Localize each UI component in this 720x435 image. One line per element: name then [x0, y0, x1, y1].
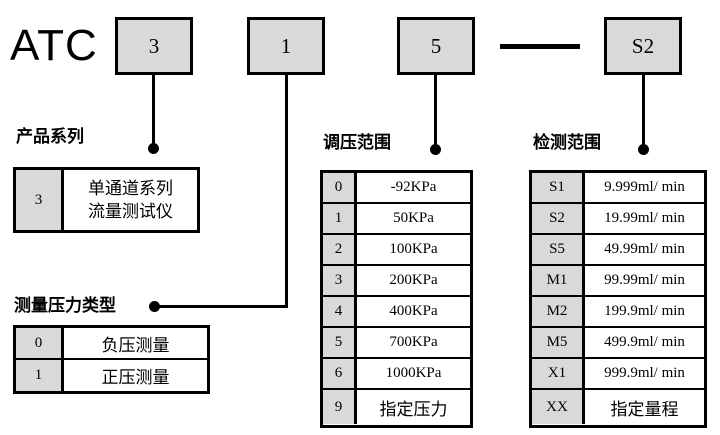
table-cell-value: 199.9ml/ min: [604, 303, 685, 319]
table-cell-code: S5: [532, 235, 585, 264]
code-box-pressure-type-value: 1: [280, 33, 292, 58]
table-cell-value: 100KPa: [389, 241, 438, 257]
connector-series-vertical: [152, 75, 155, 149]
table-pressure-type: 0 负压测量 1 正压测量: [13, 325, 210, 394]
caption-pressure-type: 测量压力类型: [14, 296, 116, 315]
table-cell-value: 指定量程: [610, 399, 679, 419]
connector-detection-range-vertical: [642, 75, 645, 150]
table-cell-code: 1: [323, 204, 357, 233]
code-box-detection-range-value: S2: [631, 33, 655, 58]
table-row: S2 19.99ml/ min: [532, 204, 704, 235]
table-cell-code: 4: [323, 297, 357, 326]
table-cell-value-line2: 流量测试仪: [88, 202, 173, 221]
table-cell-code: 5: [323, 328, 357, 357]
table-cell-value: 999.9ml/ min: [604, 365, 685, 381]
table-cell-value: 400KPa: [389, 303, 438, 319]
table-cell-code: M5: [532, 328, 585, 357]
table-cell-code: 0: [16, 328, 64, 358]
table-row: 3 200KPa: [323, 266, 470, 297]
code-box-series-value: 3: [148, 33, 160, 58]
table-row: S1 9.999ml/ min: [532, 173, 704, 204]
connector-pressure-range-dot: [430, 144, 441, 155]
table-row: X1 999.9ml/ min: [532, 359, 704, 390]
table-row: 3 单通道系列 流量测试仪: [16, 170, 197, 230]
table-cell-value: 负压测量: [101, 335, 170, 355]
table-cell-code: S2: [532, 204, 585, 233]
table-cell-value: 200KPa: [389, 272, 438, 288]
table-cell-value: 19.99ml/ min: [604, 210, 685, 226]
table-cell-value: -92KPa: [390, 179, 437, 195]
brand-label: ATC: [10, 21, 98, 70]
table-row: M5 499.9ml/ min: [532, 328, 704, 359]
code-box-pressure-range[interactable]: 5: [397, 17, 475, 75]
connector-pressure-type-horizontal: [157, 305, 288, 308]
connector-detection-range-dot: [638, 144, 649, 155]
table-row: 5 700KPa: [323, 328, 470, 359]
connector-pressure-type-dot: [149, 301, 160, 312]
table-detection-range: S1 9.999ml/ min S2 19.99ml/ min S5 49.99…: [529, 170, 707, 428]
table-cell-value: 49.99ml/ min: [604, 241, 685, 257]
code-box-pressure-type[interactable]: 1: [247, 17, 325, 75]
table-row: 0 负压测量: [16, 328, 207, 360]
table-cell-value: 99.99ml/ min: [604, 272, 685, 288]
table-cell-code: 2: [323, 235, 357, 264]
table-row: M2 199.9ml/ min: [532, 297, 704, 328]
table-cell-code: 1: [16, 360, 64, 391]
table-cell-value: 9.999ml/ min: [604, 179, 685, 195]
table-cell-value: 指定压力: [379, 399, 448, 419]
table-cell-value: 50KPa: [393, 210, 434, 226]
caption-series: 产品系列: [16, 127, 84, 146]
table-cell-code: 3: [323, 266, 357, 295]
table-row: S5 49.99ml/ min: [532, 235, 704, 266]
table-cell-value: 499.9ml/ min: [604, 334, 685, 350]
table-pressure-range: 0 -92KPa 1 50KPa 2 100KPa 3 200KPa 4 400…: [320, 170, 473, 428]
table-cell-code: M2: [532, 297, 585, 326]
code-box-series[interactable]: 3: [115, 17, 193, 75]
table-cell-value: 1000KPa: [385, 365, 442, 381]
table-series: 3 单通道系列 流量测试仪: [13, 167, 200, 233]
table-cell-code: 0: [323, 173, 357, 202]
table-cell-code: XX: [532, 390, 585, 424]
caption-pressure-range: 调压范围: [323, 133, 391, 152]
table-row: 0 -92KPa: [323, 173, 470, 204]
table-cell-value-line1: 单通道系列: [88, 179, 173, 198]
table-row: 9 指定压力: [323, 390, 470, 424]
table-cell-code: X1: [532, 359, 585, 388]
connector-pressure-range-vertical: [434, 75, 437, 150]
code-box-pressure-range-value: 5: [430, 33, 442, 58]
table-cell-value: 700KPa: [389, 334, 438, 350]
table-cell-code: 6: [323, 359, 357, 388]
table-row: 4 400KPa: [323, 297, 470, 328]
table-cell-code: 3: [16, 170, 64, 230]
table-cell-code: 9: [323, 390, 357, 424]
table-row: 2 100KPa: [323, 235, 470, 266]
table-cell-value: 正压测量: [101, 368, 170, 387]
table-row: 1 正压测量: [16, 360, 207, 391]
table-row: 6 1000KPa: [323, 359, 470, 390]
table-cell-code: M1: [532, 266, 585, 295]
table-row: M1 99.99ml/ min: [532, 266, 704, 297]
caption-detection-range: 检测范围: [533, 133, 601, 152]
table-cell-code: S1: [532, 173, 585, 202]
connector-series-dot: [148, 143, 159, 154]
code-separator-dash: [500, 44, 580, 49]
table-row: XX 指定量程: [532, 390, 704, 424]
connector-pressure-type-vertical: [285, 75, 288, 308]
table-cell-value: 单通道系列 流量测试仪: [64, 170, 197, 230]
code-box-detection-range[interactable]: S2: [604, 17, 682, 75]
table-row: 1 50KPa: [323, 204, 470, 235]
